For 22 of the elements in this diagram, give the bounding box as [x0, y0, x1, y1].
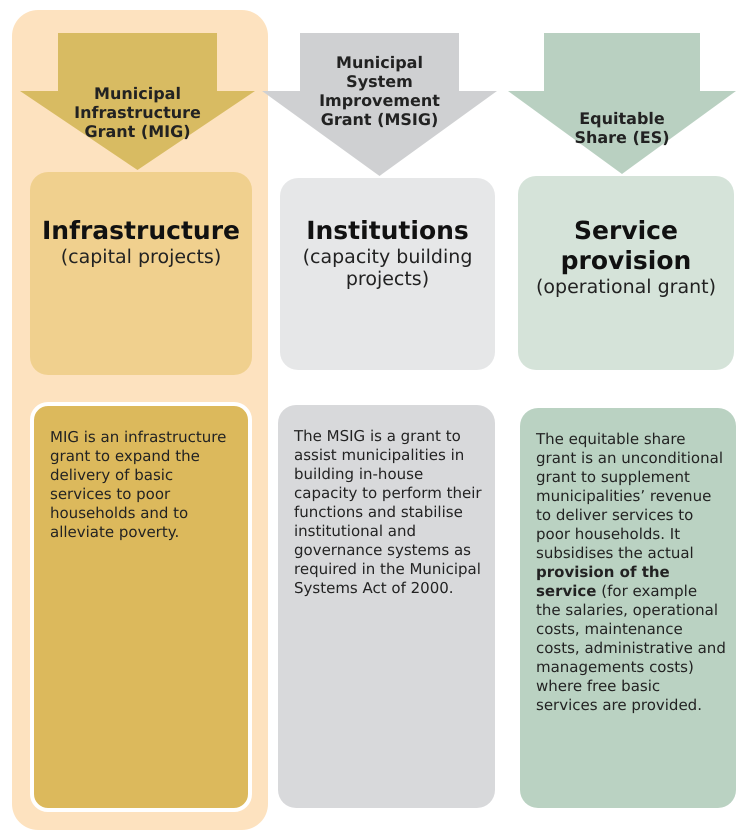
grant-banner: [508, 33, 736, 174]
category-box: [518, 176, 734, 370]
grant-banner: [20, 33, 255, 170]
grant-name: Municipal Infrastructure Grant (MIG): [73, 84, 202, 141]
description-text: The MSIG is a grant to assist municipalities in building in-house capacity to perform their functions and stabilise institutional and governance systems as required in the Municipal Systems Act of 2000.: [294, 427, 483, 598]
category-title: Institutions: [305, 216, 470, 246]
description-box: [278, 405, 495, 808]
description-box: [520, 408, 736, 808]
grant-name: Municipal System Improvement Grant (MSIG): [318, 53, 441, 129]
description-text: The equitable share grant is an unconditional grant to supplement municipalities’ revenue to deliver services to poor households. It subsidises the actual provision of the service (for example the salaries, operational costs, maintenance costs, administrative and managements costs) where free basic services are provided.: [536, 430, 726, 715]
category-subtitle: (operational grant): [534, 276, 718, 298]
description-box: [30, 402, 252, 812]
category-title: Infrastructure: [41, 216, 241, 246]
category-box: [30, 172, 252, 375]
grant-banner: [262, 33, 497, 176]
category-subtitle: (capital projects): [60, 246, 222, 268]
category-box: [280, 178, 495, 370]
grant-name: Equitable Share (ES): [573, 109, 671, 147]
column-band: [12, 10, 268, 830]
category-subtitle: (capacity building projects): [302, 246, 474, 290]
category-title: Service provision: [560, 216, 692, 276]
description-text: MIG is an infrastructure grant to expand the delivery of basic services to poor households and to alleviate poverty.: [50, 428, 228, 542]
